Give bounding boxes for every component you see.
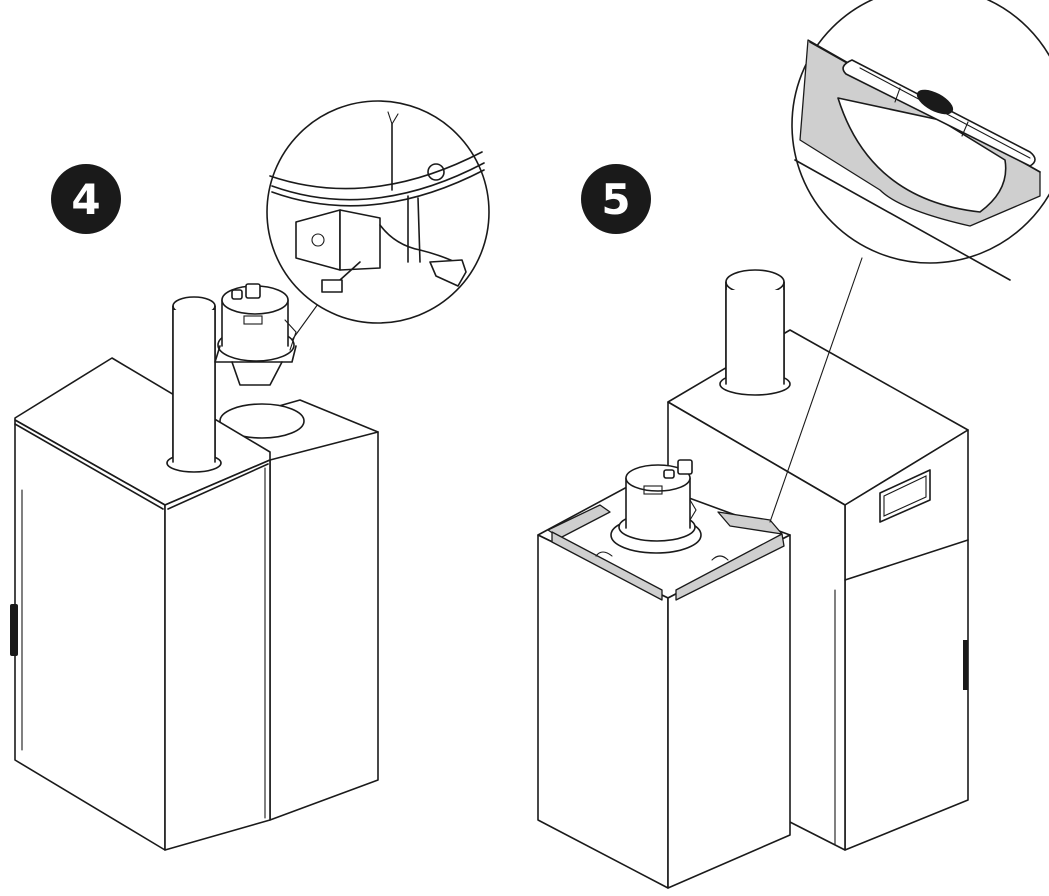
step-4-number: 4 (71, 175, 100, 224)
step-5-badge-circle (581, 164, 651, 234)
step-4-badge-circle (51, 164, 121, 234)
step-4-detail-callout (266, 100, 490, 341)
step-5-front-unit (537, 459, 791, 889)
step-5-rear-unit (667, 269, 969, 851)
step-4-boiler (10, 296, 379, 851)
step-4-burner (214, 283, 297, 386)
step-4-illustration: 4 (10, 100, 490, 851)
step-5-number: 5 (601, 175, 630, 224)
step-5-badge: 5 (581, 164, 651, 234)
step-4-badge: 4 (51, 164, 121, 234)
step-5-illustration: 5 (537, 0, 1049, 889)
step-5-detail-callout (769, 0, 1049, 523)
